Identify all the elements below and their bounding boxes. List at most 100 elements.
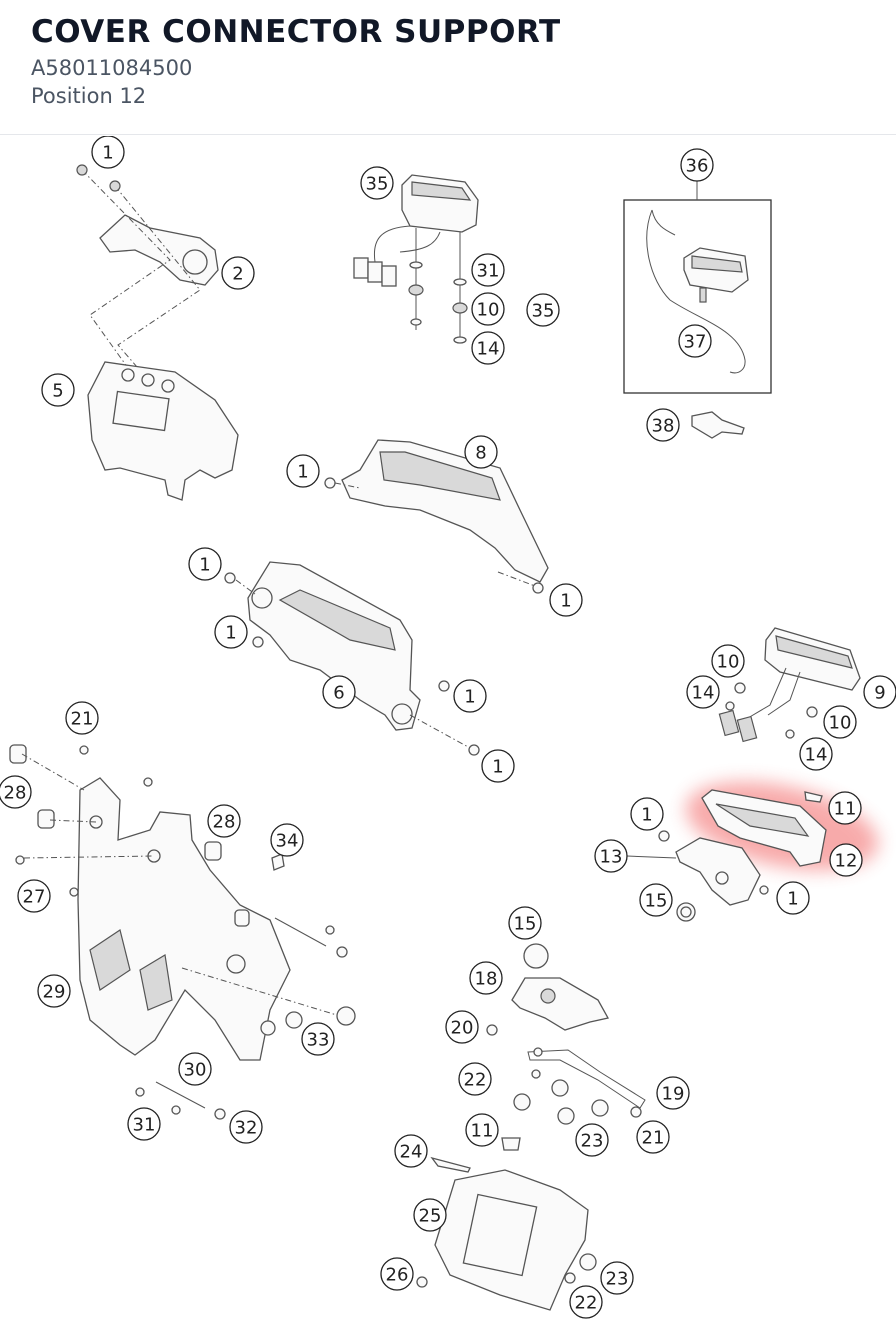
callout-28[interactable]: 28 [0, 775, 32, 809]
callout-33[interactable]: 33 [301, 1022, 335, 1056]
callout-1[interactable]: 1 [481, 749, 515, 783]
callout-26[interactable]: 26 [380, 1257, 414, 1291]
callout-14[interactable]: 14 [686, 675, 720, 709]
callout-1[interactable]: 1 [549, 583, 583, 617]
callout-11[interactable]: 11 [465, 1113, 499, 1147]
callout-number: 21 [642, 1128, 665, 1149]
exploded-parts-diagram: 1253531103514363738811116111014910142128… [0, 136, 896, 1319]
callout-number: 1 [560, 591, 571, 612]
callout-number: 27 [23, 887, 46, 908]
callout-21[interactable]: 21 [636, 1120, 670, 1154]
callout-number: 32 [235, 1118, 258, 1139]
callout-number: 25 [419, 1206, 442, 1227]
callout-number: 22 [575, 1293, 598, 1314]
callout-18[interactable]: 18 [469, 961, 503, 995]
part-bracket-2 [76, 164, 219, 383]
callout-31[interactable]: 31 [127, 1107, 161, 1141]
part-bracket-13 [626, 830, 769, 922]
callout-number: 8 [475, 443, 486, 464]
page-title: COVER CONNECTOR SUPPORT [31, 14, 561, 50]
callout-24[interactable]: 24 [394, 1134, 428, 1168]
callout-number: 1 [199, 555, 210, 576]
callout-1[interactable]: 1 [214, 615, 248, 649]
callout-32[interactable]: 32 [229, 1110, 263, 1144]
callout-25[interactable]: 25 [413, 1198, 447, 1232]
callout-21[interactable]: 21 [65, 701, 99, 735]
position-label: Position 12 [31, 84, 147, 108]
callout-number: 1 [641, 805, 652, 826]
callout-28[interactable]: 28 [207, 804, 241, 838]
callout-number: 10 [829, 713, 852, 734]
callout-1[interactable]: 1 [453, 679, 487, 713]
callout-number: 33 [307, 1030, 330, 1051]
callout-1[interactable]: 1 [776, 881, 810, 915]
callout-15[interactable]: 15 [639, 883, 673, 917]
callout-number: 19 [662, 1084, 685, 1105]
page-header: COVER CONNECTOR SUPPORT A58011084500 Pos… [0, 0, 896, 135]
callout-36[interactable]: 36 [680, 148, 714, 182]
callout-12[interactable]: 12 [829, 843, 863, 877]
callout-35[interactable]: 35 [526, 293, 560, 327]
callout-1[interactable]: 1 [91, 136, 125, 169]
callout-14[interactable]: 14 [799, 737, 833, 771]
callout-number: 20 [451, 1018, 474, 1039]
callout-number: 13 [600, 847, 623, 868]
callout-10[interactable]: 10 [823, 705, 857, 739]
callout-number: 31 [133, 1115, 156, 1136]
callout-number: 36 [686, 156, 709, 177]
callout-10[interactable]: 10 [471, 292, 505, 326]
callout-34[interactable]: 34 [270, 823, 304, 857]
callout-6[interactable]: 6 [322, 675, 356, 709]
callout-number: 11 [834, 799, 857, 820]
callout-38[interactable]: 38 [646, 408, 680, 442]
part-bracket-19 [513, 1047, 646, 1125]
callout-27[interactable]: 27 [17, 879, 51, 913]
callout-number: 14 [477, 339, 500, 360]
part-box-5 [87, 361, 239, 501]
callout-37[interactable]: 37 [678, 324, 712, 358]
callout-31[interactable]: 31 [471, 253, 505, 287]
callout-number: 10 [477, 300, 500, 321]
callout-1[interactable]: 1 [630, 797, 664, 831]
callout-19[interactable]: 19 [656, 1076, 690, 1110]
callout-number: 23 [581, 1131, 604, 1152]
callout-number: 1 [297, 462, 308, 483]
callout-number: 15 [514, 914, 537, 935]
callout-number: 1 [464, 687, 475, 708]
callout-30[interactable]: 30 [178, 1052, 212, 1086]
callout-11[interactable]: 11 [828, 791, 862, 825]
callout-13[interactable]: 13 [594, 839, 628, 873]
callout-22[interactable]: 22 [569, 1285, 603, 1319]
part-frame-6 [224, 561, 480, 756]
part-number: A58011084500 [31, 56, 193, 80]
callout-number: 1 [102, 143, 113, 164]
callout-14[interactable]: 14 [471, 331, 505, 365]
callout-23[interactable]: 23 [600, 1261, 634, 1295]
callout-20[interactable]: 20 [445, 1010, 479, 1044]
callout-10[interactable]: 10 [711, 644, 745, 678]
callout-15[interactable]: 15 [508, 906, 542, 940]
callout-number: 34 [276, 831, 299, 852]
callout-number: 38 [652, 416, 675, 437]
callout-number: 21 [71, 709, 94, 730]
callout-number: 35 [366, 174, 389, 195]
callout-8[interactable]: 8 [464, 435, 498, 469]
callout-35[interactable]: 35 [360, 166, 394, 200]
callout-1[interactable]: 1 [286, 454, 320, 488]
callout-9[interactable]: 9 [863, 675, 896, 709]
callout-2[interactable]: 2 [221, 256, 255, 290]
callout-29[interactable]: 29 [37, 974, 71, 1008]
callout-22[interactable]: 22 [458, 1062, 492, 1096]
callout-number: 35 [532, 301, 555, 322]
part-plate-25 [416, 1137, 597, 1311]
callout-number: 5 [52, 381, 63, 402]
callout-number: 12 [835, 851, 858, 872]
callout-number: 15 [645, 891, 668, 912]
callout-23[interactable]: 23 [575, 1123, 609, 1157]
callout-number: 11 [471, 1121, 494, 1142]
callout-5[interactable]: 5 [41, 373, 75, 407]
callout-1[interactable]: 1 [188, 547, 222, 581]
part-bracket-18 [486, 943, 609, 1036]
callout-number: 14 [692, 683, 715, 704]
